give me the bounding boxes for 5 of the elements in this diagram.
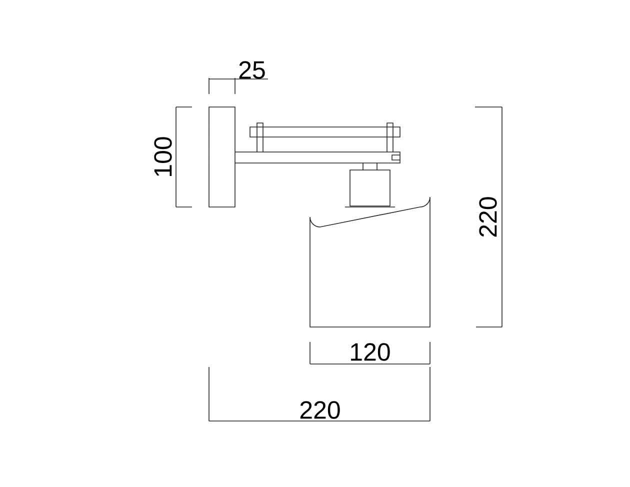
dimension-label: 220 — [300, 401, 340, 419]
dimension-label: 220 — [479, 197, 497, 237]
dimension-label: 120 — [351, 343, 390, 361]
dimension-label: 25 — [239, 61, 265, 79]
dimension-label: 100 — [154, 137, 172, 176]
